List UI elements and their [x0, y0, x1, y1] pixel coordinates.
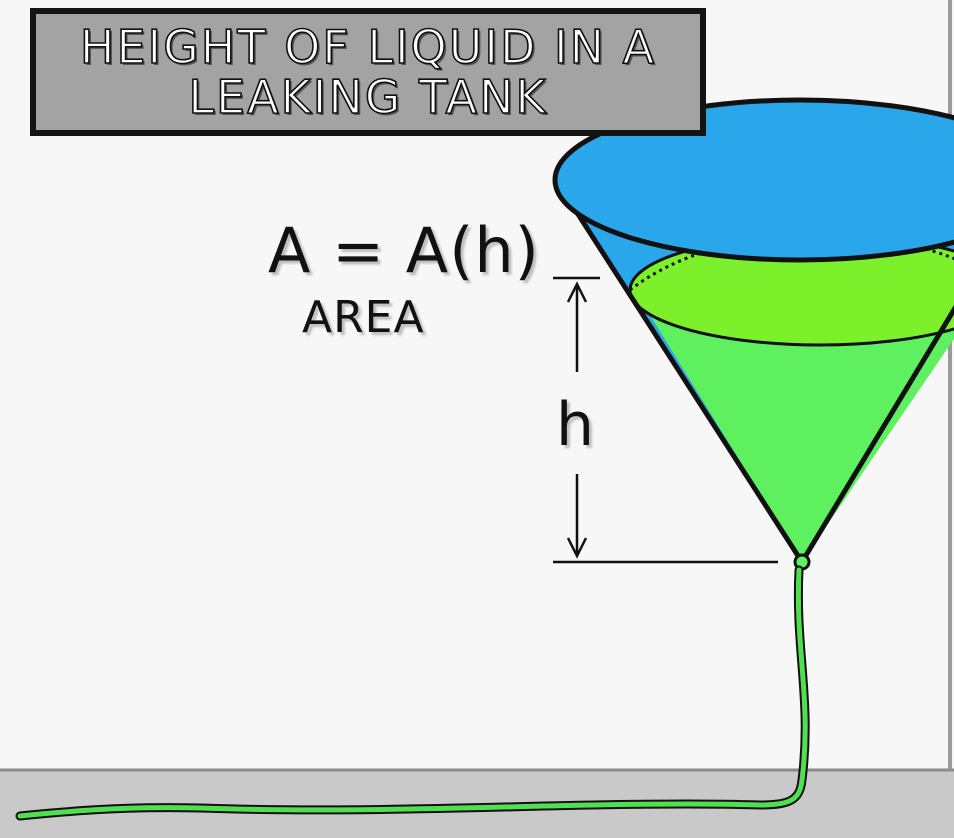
title-line-1: HEIGHT OF LIQUID IN A [79, 20, 657, 74]
title-banner: HEIGHT OF LIQUID IN A LEAKING TANK [30, 8, 706, 136]
title-line-2: LEAKING TANK [188, 70, 548, 124]
tank-right-side [799, 304, 954, 564]
height-arrow-up-head [566, 281, 588, 303]
tank-rim [552, 97, 954, 263]
height-label: h [556, 390, 595, 460]
tank-left-side [553, 178, 805, 564]
leak-stream [17, 567, 808, 819]
liquid-body [632, 286, 954, 562]
liquid-surface-back-edge [629, 234, 954, 292]
area-formula: A = A(h) [268, 214, 540, 287]
height-arrow-down-head [566, 537, 588, 559]
area-label: AREA [302, 292, 425, 343]
